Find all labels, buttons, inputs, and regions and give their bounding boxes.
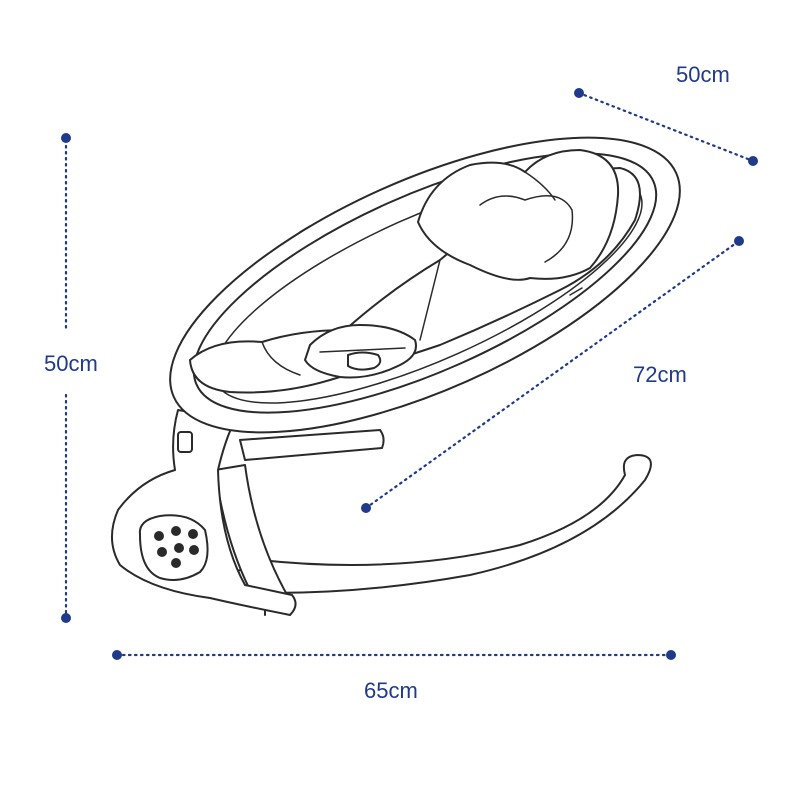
harness-buckle bbox=[304, 324, 417, 379]
height-end-dot bbox=[61, 613, 71, 623]
depth-start-dot bbox=[574, 88, 584, 98]
depth-label: 50cm bbox=[676, 62, 730, 87]
length-label: 72cm bbox=[633, 362, 687, 387]
length-end-dot bbox=[734, 236, 744, 246]
length-line bbox=[364, 239, 741, 510]
depth-end-dot bbox=[748, 156, 758, 166]
width-start-dot bbox=[112, 650, 122, 660]
crossbar bbox=[239, 429, 385, 461]
control-housing bbox=[111, 409, 297, 616]
height-label: 50cm bbox=[44, 351, 98, 376]
width-end-dot bbox=[666, 650, 676, 660]
height-start-dot bbox=[61, 133, 71, 143]
head-pillow bbox=[417, 149, 620, 281]
depth-line bbox=[577, 91, 755, 163]
speaker-grille bbox=[154, 526, 199, 568]
dimension-lines bbox=[61, 88, 758, 660]
length-start-dot bbox=[361, 503, 371, 513]
width-label: 65cm bbox=[364, 678, 418, 703]
